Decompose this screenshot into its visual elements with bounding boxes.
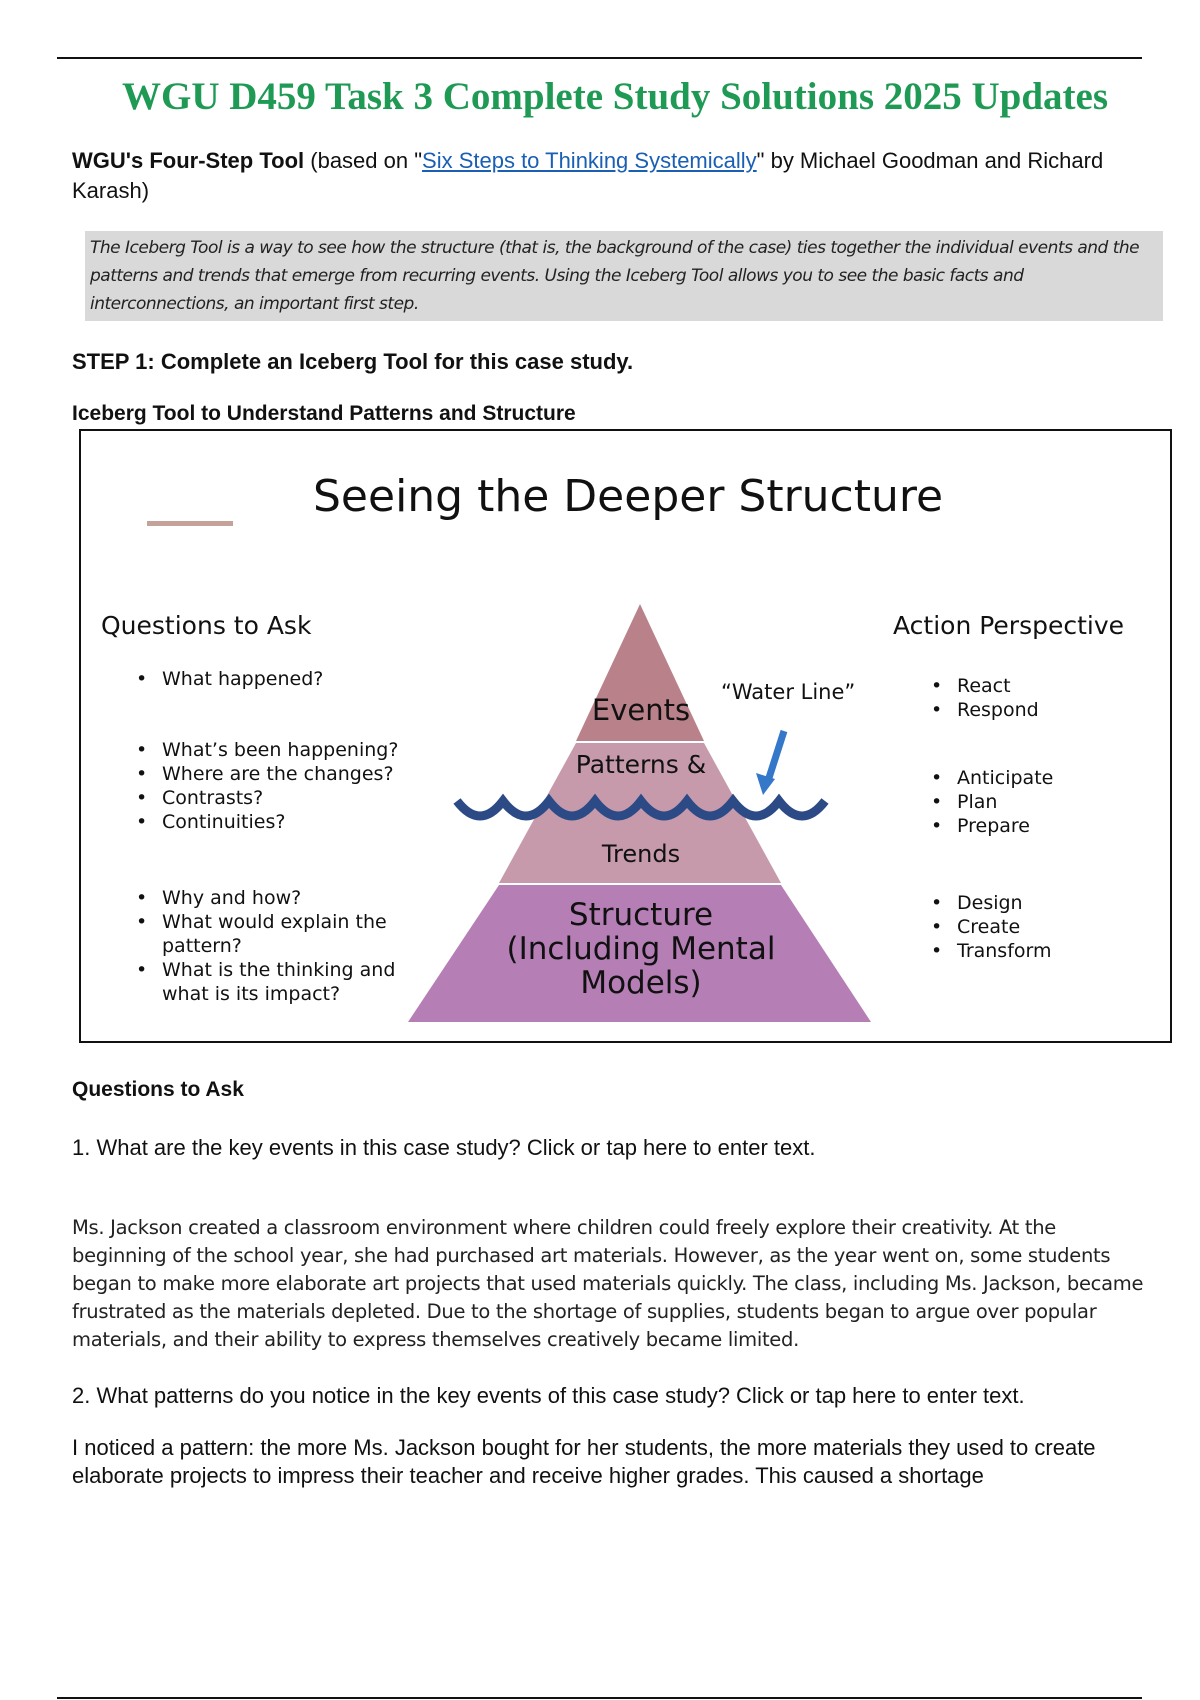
water-waves-icon — [453, 793, 829, 821]
actions-group-3: Design Create Transform — [931, 891, 1052, 963]
action-item: Create — [931, 915, 1052, 939]
question-item: Where are the changes? — [136, 762, 436, 786]
question-item: Contrasts? — [136, 786, 436, 810]
water-line-label: “Water Line” — [721, 680, 856, 704]
patterns-trends-layer — [499, 743, 781, 883]
structure-line: (Including Mental — [506, 931, 776, 967]
bottom-rule — [57, 1697, 1142, 1699]
iceberg-note: The Iceberg Tool is a way to see how the… — [85, 231, 1163, 321]
patterns-label: Patterns & — [575, 750, 707, 779]
iceberg-pyramid — [408, 604, 871, 1022]
intro-text-end: " by Michael Goodman and Richard Karash) — [72, 148, 1104, 203]
intro-text: (based on " — [304, 148, 423, 173]
questions-col-heading: Questions to Ask — [101, 611, 312, 640]
question-2: 2. What patterns do you notice in the ke… — [72, 1383, 1025, 1408]
action-col-heading: Action Perspective — [893, 611, 1125, 640]
questions-group-1: What happened? — [136, 667, 436, 691]
questions-heading: Questions to Ask — [72, 1078, 244, 1101]
question-item: What’s been happening? — [136, 738, 436, 762]
structure-layer — [408, 885, 871, 1022]
action-item: Plan — [931, 790, 1053, 814]
action-item: Design — [931, 891, 1052, 915]
answer-2[interactable]: I noticed a pattern: the more Ms. Jackso… — [72, 1435, 1096, 1488]
action-item: React — [931, 674, 1039, 698]
question-item: What would explain the pattern? — [136, 910, 426, 958]
page-title: WGU D459 Task 3 Complete Study Solutions… — [121, 75, 1109, 118]
answer-1[interactable]: Ms. Jackson created a classroom environm… — [72, 1216, 1144, 1351]
intro-bold: WGU's Four-Step Tool — [72, 148, 305, 173]
question-item: Why and how? — [136, 886, 426, 910]
iceberg-heading: Iceberg Tool to Understand Patterns and … — [72, 402, 576, 425]
question-1: 1. What are the key events in this case … — [72, 1135, 816, 1160]
top-rule — [57, 57, 1142, 59]
question-item: What is the thinking and what is its imp… — [136, 958, 426, 1006]
step1-heading: STEP 1: Complete an Iceberg Tool for thi… — [72, 349, 634, 374]
action-item: Respond — [931, 698, 1039, 722]
actions-group-1: React Respond — [931, 674, 1039, 722]
structure-label: Structure (Including Mental Models) — [491, 898, 791, 1000]
iceberg-diagram: Seeing the Deeper Structure Questions to… — [79, 429, 1172, 1043]
actions-group-2: Anticipate Plan Prepare — [931, 766, 1053, 838]
structure-line: Models) — [580, 965, 702, 1001]
action-item: Prepare — [931, 814, 1053, 838]
question-item: Continuities? — [136, 810, 436, 834]
arrow-down-icon — [756, 729, 788, 795]
questions-group-3: Why and how? What would explain the patt… — [136, 886, 426, 1006]
action-item: Anticipate — [931, 766, 1053, 790]
diagram-title: Seeing the Deeper Structure — [313, 471, 944, 522]
question-item: What happened? — [136, 667, 436, 691]
questions-group-2: What’s been happening? Where are the cha… — [136, 738, 436, 834]
trends-label: Trends — [601, 840, 681, 868]
structure-line: Structure — [568, 897, 714, 933]
accent-bar — [147, 521, 233, 526]
six-steps-link[interactable]: Six Steps to Thinking Systemically — [422, 148, 757, 173]
action-item: Transform — [931, 939, 1052, 963]
intro-paragraph: WGU's Four-Step Tool (based on "Six Step… — [72, 146, 1132, 206]
events-layer — [576, 604, 704, 741]
events-label: Events — [591, 693, 691, 727]
